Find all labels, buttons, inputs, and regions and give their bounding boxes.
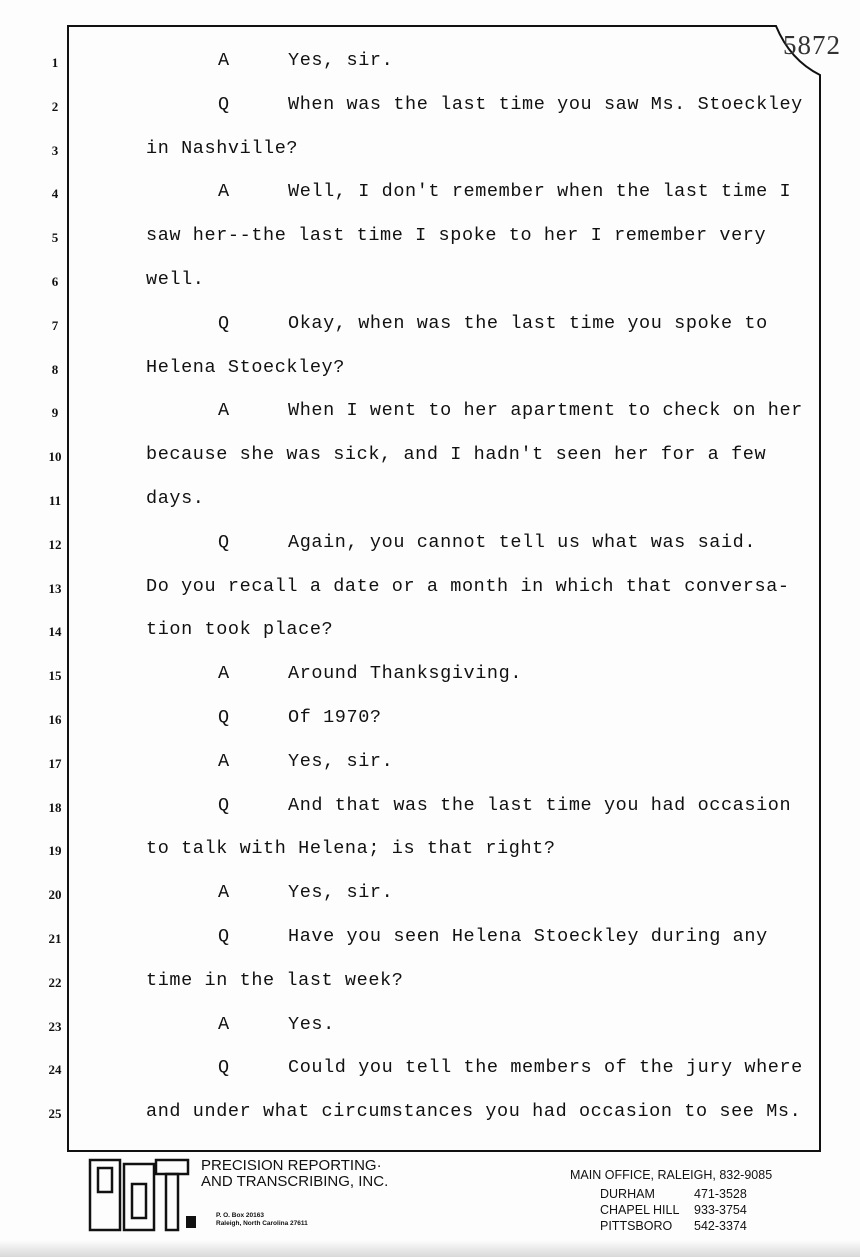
firm-name: PRECISION REPORTING· AND TRANSCRIBING, I… bbox=[201, 1158, 388, 1190]
speaker-label: A bbox=[218, 750, 230, 772]
line-number: 2 bbox=[51, 98, 59, 114]
line-number: 21 bbox=[48, 931, 62, 946]
speaker-label: Q bbox=[218, 707, 230, 728]
branch-city: CHAPEL HILL bbox=[600, 1203, 680, 1217]
transcript-line: Could you tell the members of the jury w… bbox=[288, 1057, 803, 1079]
transcript-line: Well, I don't remember when the last tim… bbox=[288, 181, 792, 203]
branch-phone: 933-3754 bbox=[694, 1203, 747, 1217]
speaker-label: A bbox=[218, 50, 230, 71]
line-number: 17 bbox=[48, 755, 62, 771]
transcript-line: because she was sick, and I hadn't seen … bbox=[146, 444, 767, 466]
transcript-line: Yes, sir. bbox=[288, 50, 394, 71]
line-number: 7 bbox=[51, 317, 59, 333]
speaker-label: A bbox=[218, 181, 230, 203]
line-number: 19 bbox=[48, 843, 62, 859]
firm-name-line1: PRECISION REPORTING· bbox=[201, 1157, 382, 1174]
transcript-line: and under what circumstances you had occ… bbox=[146, 1101, 802, 1123]
transcript-line: Yes, sir. bbox=[288, 882, 394, 904]
transcript-line: time in the last week? bbox=[146, 969, 404, 991]
company-logo bbox=[88, 1158, 196, 1232]
line-number: 3 bbox=[51, 142, 59, 158]
transcript-line: Helena Stoeckley? bbox=[146, 356, 345, 378]
line-number: 13 bbox=[48, 580, 62, 596]
line-number: 4 bbox=[51, 186, 59, 202]
line-number: 15 bbox=[48, 668, 62, 684]
line-number: 11 bbox=[48, 493, 62, 508]
transcript-line: saw her--the last time I spoke to her I … bbox=[146, 225, 767, 247]
line-number: 1 bbox=[51, 55, 59, 70]
speaker-label: Q bbox=[218, 312, 230, 334]
transcript-line: well. bbox=[146, 269, 205, 290]
transcript-line: tion took place? bbox=[146, 619, 334, 641]
city-line: Raleigh, North Carolina 27611 bbox=[216, 1220, 308, 1227]
transcript-line: Again, you cannot tell us what was said. bbox=[288, 531, 757, 553]
branch-phone: 471-3528 bbox=[694, 1187, 747, 1201]
speaker-label: A bbox=[218, 400, 230, 422]
line-number: 9 bbox=[51, 405, 59, 421]
line-number: 8 bbox=[51, 361, 59, 377]
line-number: 25 bbox=[48, 1106, 62, 1122]
line-number: 6 bbox=[51, 274, 59, 289]
line-number: 12 bbox=[48, 536, 62, 552]
speaker-label: Q bbox=[218, 93, 230, 115]
line-number: 18 bbox=[48, 799, 62, 815]
page-number: 5872 bbox=[783, 30, 841, 60]
firm-name-line2: AND TRANSCRIBING, INC. bbox=[201, 1173, 389, 1190]
line-number: 22 bbox=[48, 974, 62, 990]
transcript-line: to talk with Helena; is that right? bbox=[146, 838, 556, 860]
line-number: 20 bbox=[48, 887, 62, 903]
transcript-line: Yes. bbox=[288, 1013, 335, 1035]
branch-city: DURHAM bbox=[600, 1187, 655, 1201]
transcript-line: Do you recall a date or a month in which… bbox=[146, 575, 790, 597]
speaker-label: A bbox=[218, 663, 230, 685]
transcript-line: Around Thanksgiving. bbox=[288, 663, 523, 685]
scan-shadow bbox=[0, 1240, 860, 1257]
main-office: MAIN OFFICE, RALEIGH, 832-9085 bbox=[570, 1168, 773, 1182]
po-box: P. O. Box 20163 bbox=[216, 1212, 264, 1219]
transcript-line: When was the last time you saw Ms. Stoec… bbox=[288, 93, 803, 115]
line-number: 14 bbox=[48, 624, 62, 640]
line-number: 23 bbox=[48, 1018, 62, 1034]
transcript-line: days. bbox=[146, 488, 205, 509]
line-number: 16 bbox=[48, 712, 62, 727]
speaker-label: A bbox=[218, 882, 230, 904]
branch-phone: 542-3374 bbox=[694, 1219, 747, 1233]
speaker-label: A bbox=[218, 1013, 230, 1035]
line-number: 5 bbox=[51, 230, 59, 246]
branch-city: PITTSBORO bbox=[600, 1219, 673, 1233]
speaker-label: Q bbox=[218, 531, 230, 553]
firm-address: P. O. Box 20163 Raleigh, North Carolina … bbox=[216, 1212, 308, 1228]
transcript-line: Yes, sir. bbox=[288, 750, 394, 772]
speaker-label: Q bbox=[218, 926, 230, 947]
line-number: 10 bbox=[48, 449, 62, 465]
transcript-line: Of 1970? bbox=[288, 707, 382, 728]
transcript-line: Okay, when was the last time you spoke t… bbox=[288, 312, 768, 334]
transcript-line: And that was the last time you had occas… bbox=[288, 794, 792, 816]
line-number: 24 bbox=[48, 1062, 62, 1078]
speaker-label: Q bbox=[218, 1057, 230, 1079]
transcript-line: When I went to her apartment to check on… bbox=[288, 400, 803, 422]
transcript-line: Have you seen Helena Stoeckley during an… bbox=[288, 926, 768, 947]
speaker-label: Q bbox=[218, 794, 230, 816]
transcript-line: in Nashville? bbox=[146, 137, 299, 159]
